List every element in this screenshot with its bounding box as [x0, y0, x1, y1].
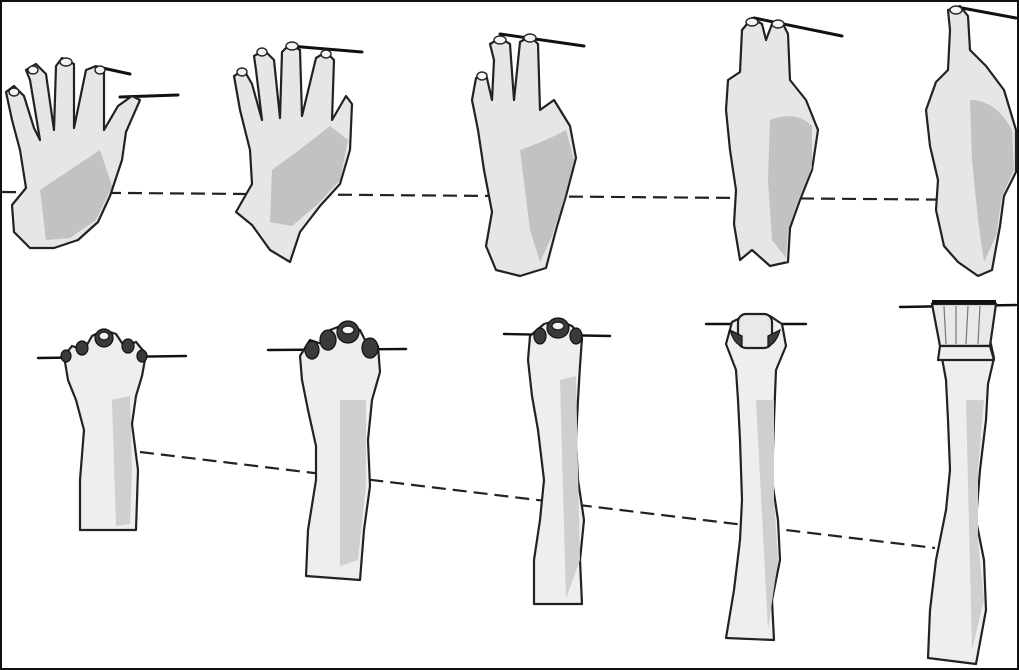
foot-stage-5 [900, 302, 1016, 664]
foot-stage-3 [504, 318, 610, 604]
foot-stage-2 [268, 321, 406, 580]
hand-stage-3 [472, 34, 584, 276]
hand-stage-5 [926, 6, 1016, 276]
hand-stage-2 [234, 42, 362, 262]
foot-stage-4 [706, 314, 806, 640]
hand-stage-1 [6, 58, 178, 248]
foot-stage-1 [38, 329, 186, 530]
hand-stage-4 [726, 18, 842, 266]
